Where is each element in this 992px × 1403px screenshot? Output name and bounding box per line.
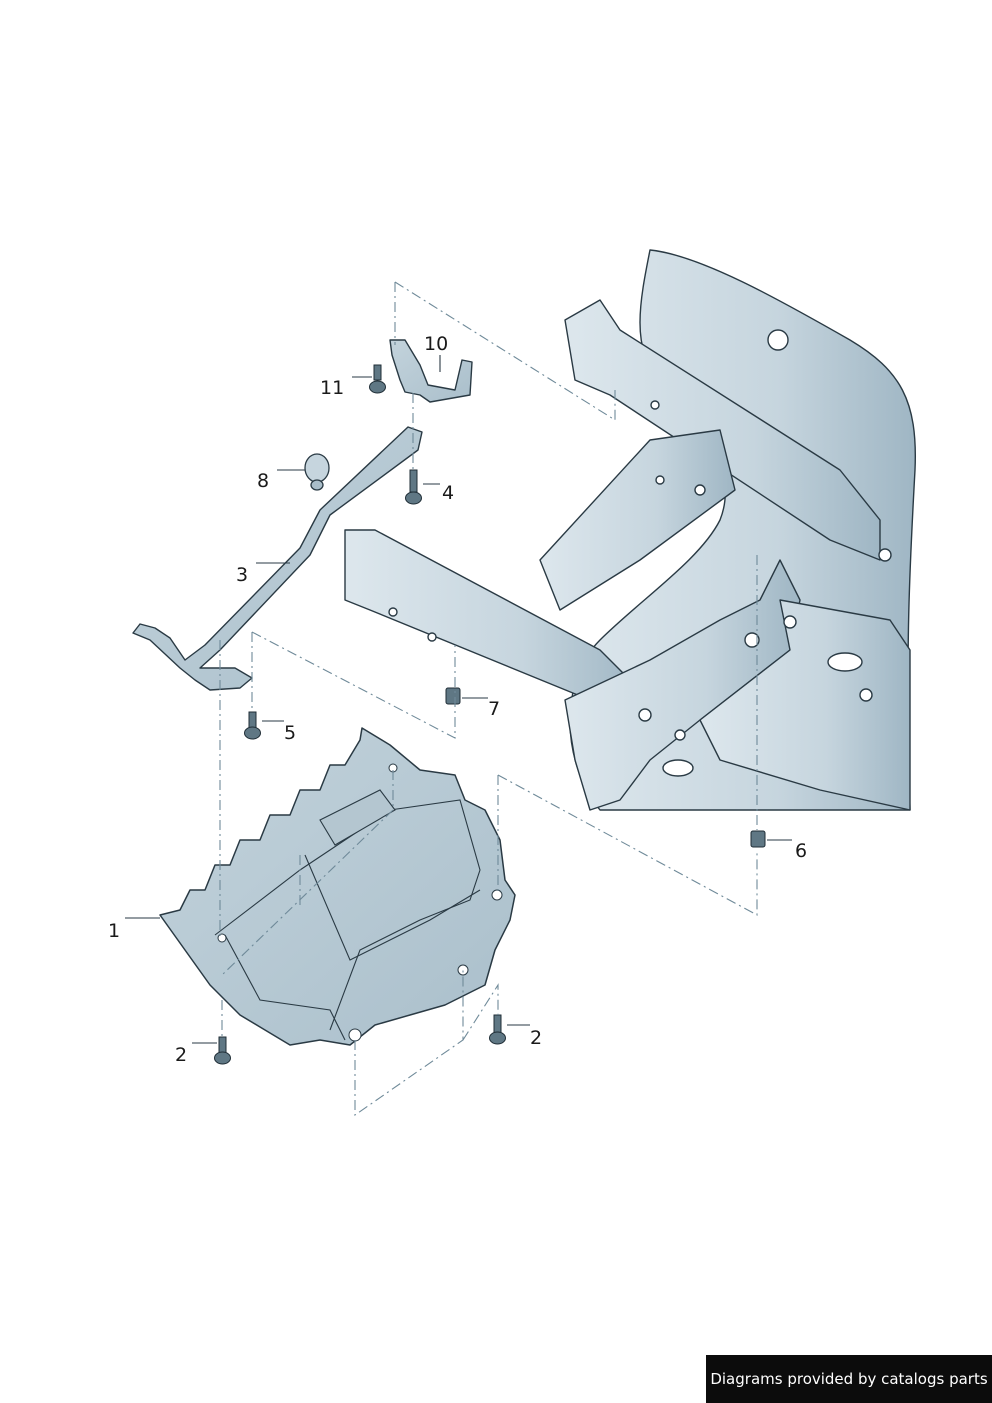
- bolt-part-11: [369, 364, 386, 394]
- fasteners: [214, 364, 766, 1065]
- diagram-credit-banner: Diagrams provided by catalogs parts: [706, 1355, 992, 1403]
- diagonal-member: [539, 429, 736, 611]
- callout-7: 7: [488, 698, 501, 720]
- bolt-part-4: [405, 469, 422, 505]
- vehicle-body-structure: [344, 249, 917, 811]
- callout-2-left: 2: [175, 1044, 188, 1066]
- callout-8: 8: [257, 470, 270, 492]
- bolt-part-2-left: [214, 1036, 231, 1065]
- floor-pan: [699, 599, 911, 811]
- bump-stop-part-8: [304, 453, 330, 491]
- callout-ticks: [125, 355, 792, 1044]
- callout-3: 3: [236, 564, 249, 586]
- underbody-tray-part-1: [159, 727, 516, 1046]
- bolt-part-5: [244, 711, 261, 740]
- callout-1: 1: [108, 920, 121, 942]
- upper-rail: [564, 299, 881, 561]
- bracket-part-10: [389, 339, 473, 403]
- bolt-part-2-right: [489, 1014, 506, 1045]
- callout-2-right: 2: [530, 1027, 543, 1049]
- callout-6: 6: [795, 840, 808, 862]
- callout-5: 5: [284, 722, 297, 744]
- nut-part-6: [750, 830, 766, 848]
- callout-10: 10: [424, 333, 449, 355]
- callout-4: 4: [442, 482, 455, 504]
- tray-ribs: [214, 789, 481, 1041]
- assembly-lines: [219, 281, 758, 1117]
- callout-11: 11: [320, 377, 345, 399]
- brace-part-3: [132, 426, 423, 691]
- nut-part-7: [445, 687, 461, 705]
